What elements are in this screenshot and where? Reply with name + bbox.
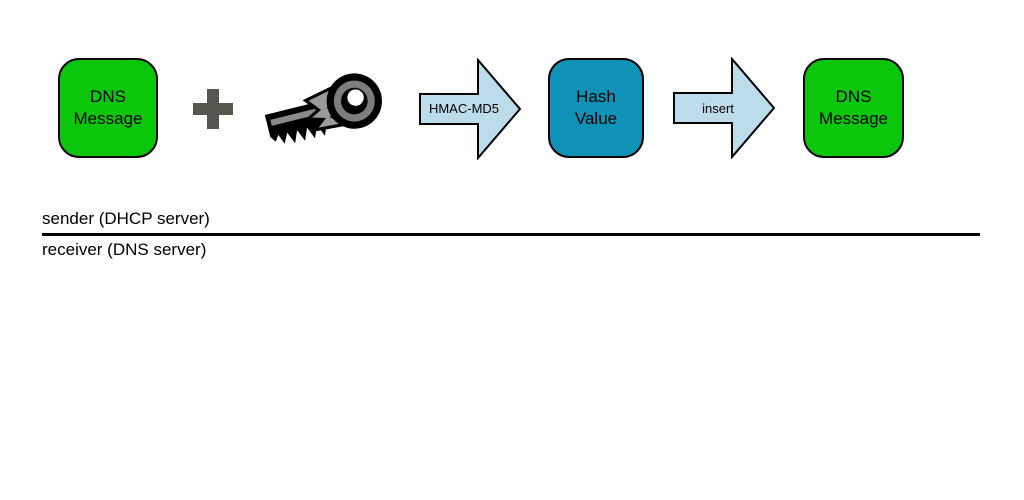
key-icon (261, 70, 385, 152)
node-label-line: Hash (576, 86, 616, 106)
insert-arrow (672, 57, 776, 159)
insert-arrow-label: insert (702, 101, 734, 116)
hmac-arrow-label: HMAC-MD5 (428, 101, 500, 116)
node-label-line: Message (819, 109, 888, 128)
hash-value-node: Hash Value (548, 58, 644, 158)
node-label-line: Value (574, 109, 618, 128)
node-label-line: Message (73, 109, 143, 128)
dns-message-output-node: DNS Message (803, 58, 904, 158)
node-label-line: DNS (835, 86, 872, 106)
node-label-line: DNS (90, 86, 126, 106)
sender-lane-label: sender (DHCP server) (42, 209, 210, 228)
hmac-arrow (418, 58, 522, 160)
arrow-right-icon (673, 57, 776, 159)
plus-icon (193, 89, 233, 129)
dns-message-source-node: DNS Message (58, 58, 158, 158)
arrow-right-icon (419, 58, 522, 160)
lane-divider (42, 233, 980, 236)
plus-vertical-bar (207, 89, 219, 129)
receiver-lane-label: receiver (DNS server) (42, 240, 207, 259)
